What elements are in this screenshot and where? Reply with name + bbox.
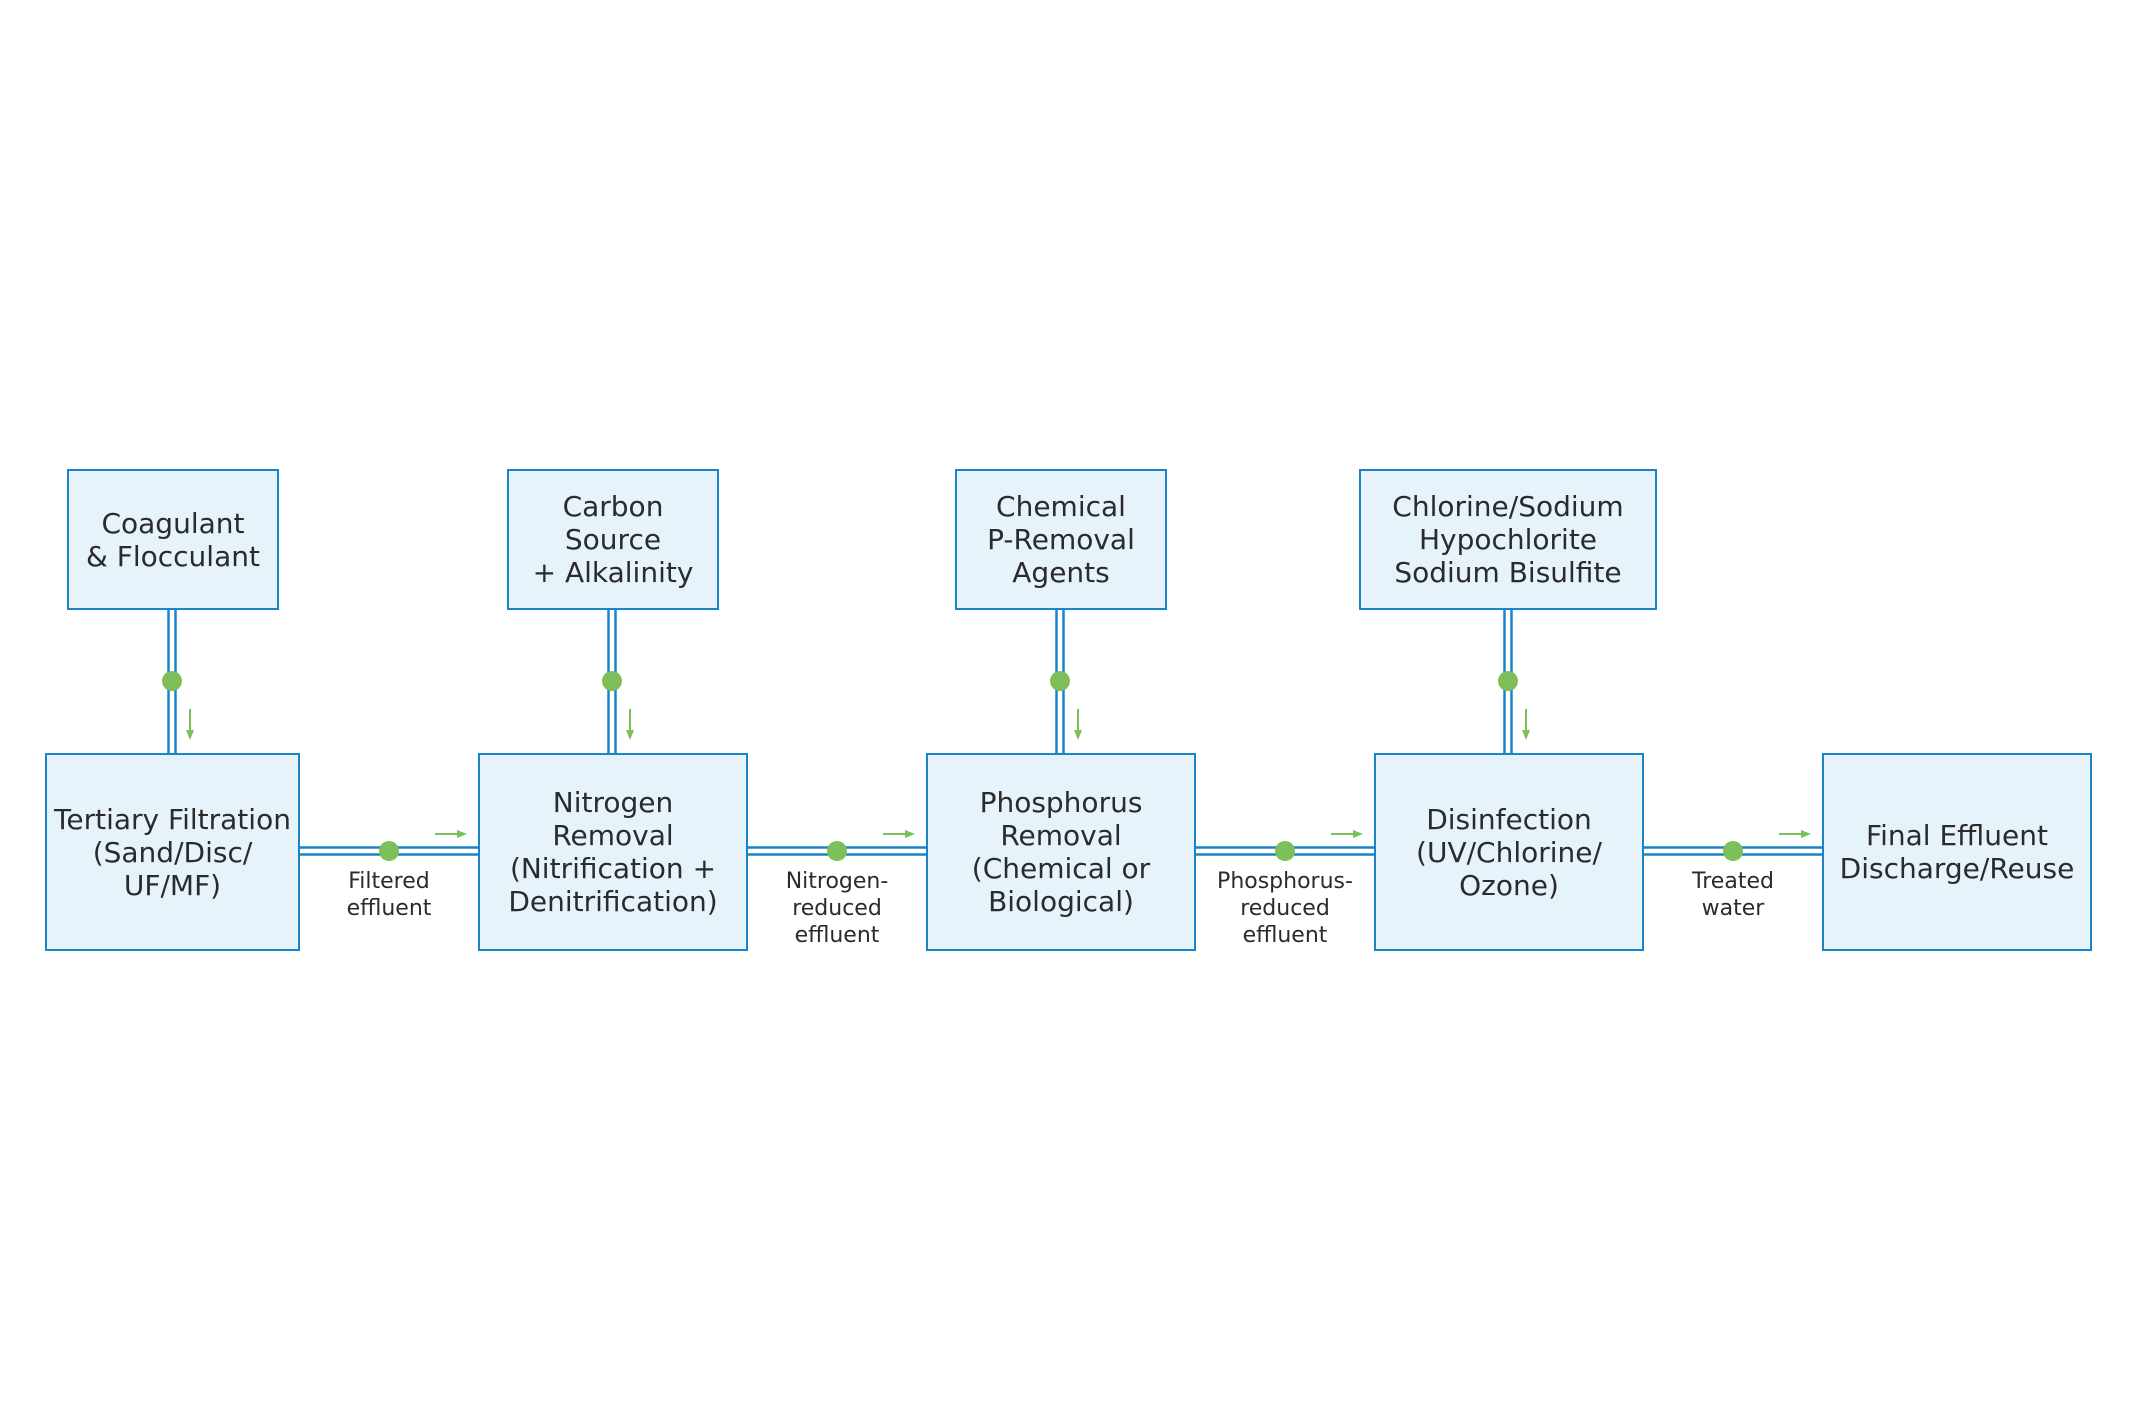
process-box-nitrogen-removal: Nitrogen Removal (Nitrification + Denitr… — [478, 753, 748, 951]
down-arrow-head-chlorine — [1522, 730, 1530, 740]
down-arrow-head-p-removal-agents — [1074, 730, 1082, 740]
junction-dot-phosphorus-reduced-effluent — [1275, 841, 1295, 861]
junction-dot-p-removal-agents — [1050, 671, 1070, 691]
chemical-box-coagulant: Coagulant & Flocculant — [67, 469, 279, 610]
chemical-box-p-removal-agents: Chemical P-Removal Agents — [955, 469, 1167, 610]
chemical-box-carbon-source: Carbon Source + Alkalinity — [507, 469, 719, 610]
flow-label-nitrogen-reduced-effluent: Nitrogen- reduced effluent — [785, 869, 889, 948]
flow-label-treated-water: Treated water — [1692, 869, 1774, 921]
flow-label-filtered-effluent: Filtered effluent — [346, 869, 432, 921]
down-arrow-head-carbon-source — [626, 730, 634, 740]
down-arrow-head-coagulant — [186, 730, 194, 740]
process-box-tertiary-filtration: Tertiary Filtration (Sand/Disc/ UF/MF) — [45, 753, 300, 951]
junction-dot-coagulant — [162, 671, 182, 691]
right-arrow-head-treated-water — [1801, 830, 1811, 838]
junction-dot-filtered-effluent — [379, 841, 399, 861]
flow-label-phosphorus-reduced-effluent: Phosphorus- reduced effluent — [1217, 869, 1353, 948]
right-arrow-head-nitrogen-reduced-effluent — [905, 830, 915, 838]
chemical-box-chlorine: Chlorine/Sodium Hypochlorite Sodium Bisu… — [1359, 469, 1657, 610]
junction-dot-nitrogen-reduced-effluent — [827, 841, 847, 861]
junction-dot-carbon-source — [602, 671, 622, 691]
junction-dot-chlorine — [1498, 671, 1518, 691]
process-box-final-effluent: Final Effluent Discharge/Reuse — [1822, 753, 2092, 951]
process-box-disinfection: Disinfection (UV/Chlorine/ Ozone) — [1374, 753, 1644, 951]
process-box-phosphorus-removal: Phosphorus Removal (Chemical or Biologic… — [926, 753, 1196, 951]
junction-dot-treated-water — [1723, 841, 1743, 861]
right-arrow-head-phosphorus-reduced-effluent — [1353, 830, 1363, 838]
right-arrow-head-filtered-effluent — [457, 830, 467, 838]
